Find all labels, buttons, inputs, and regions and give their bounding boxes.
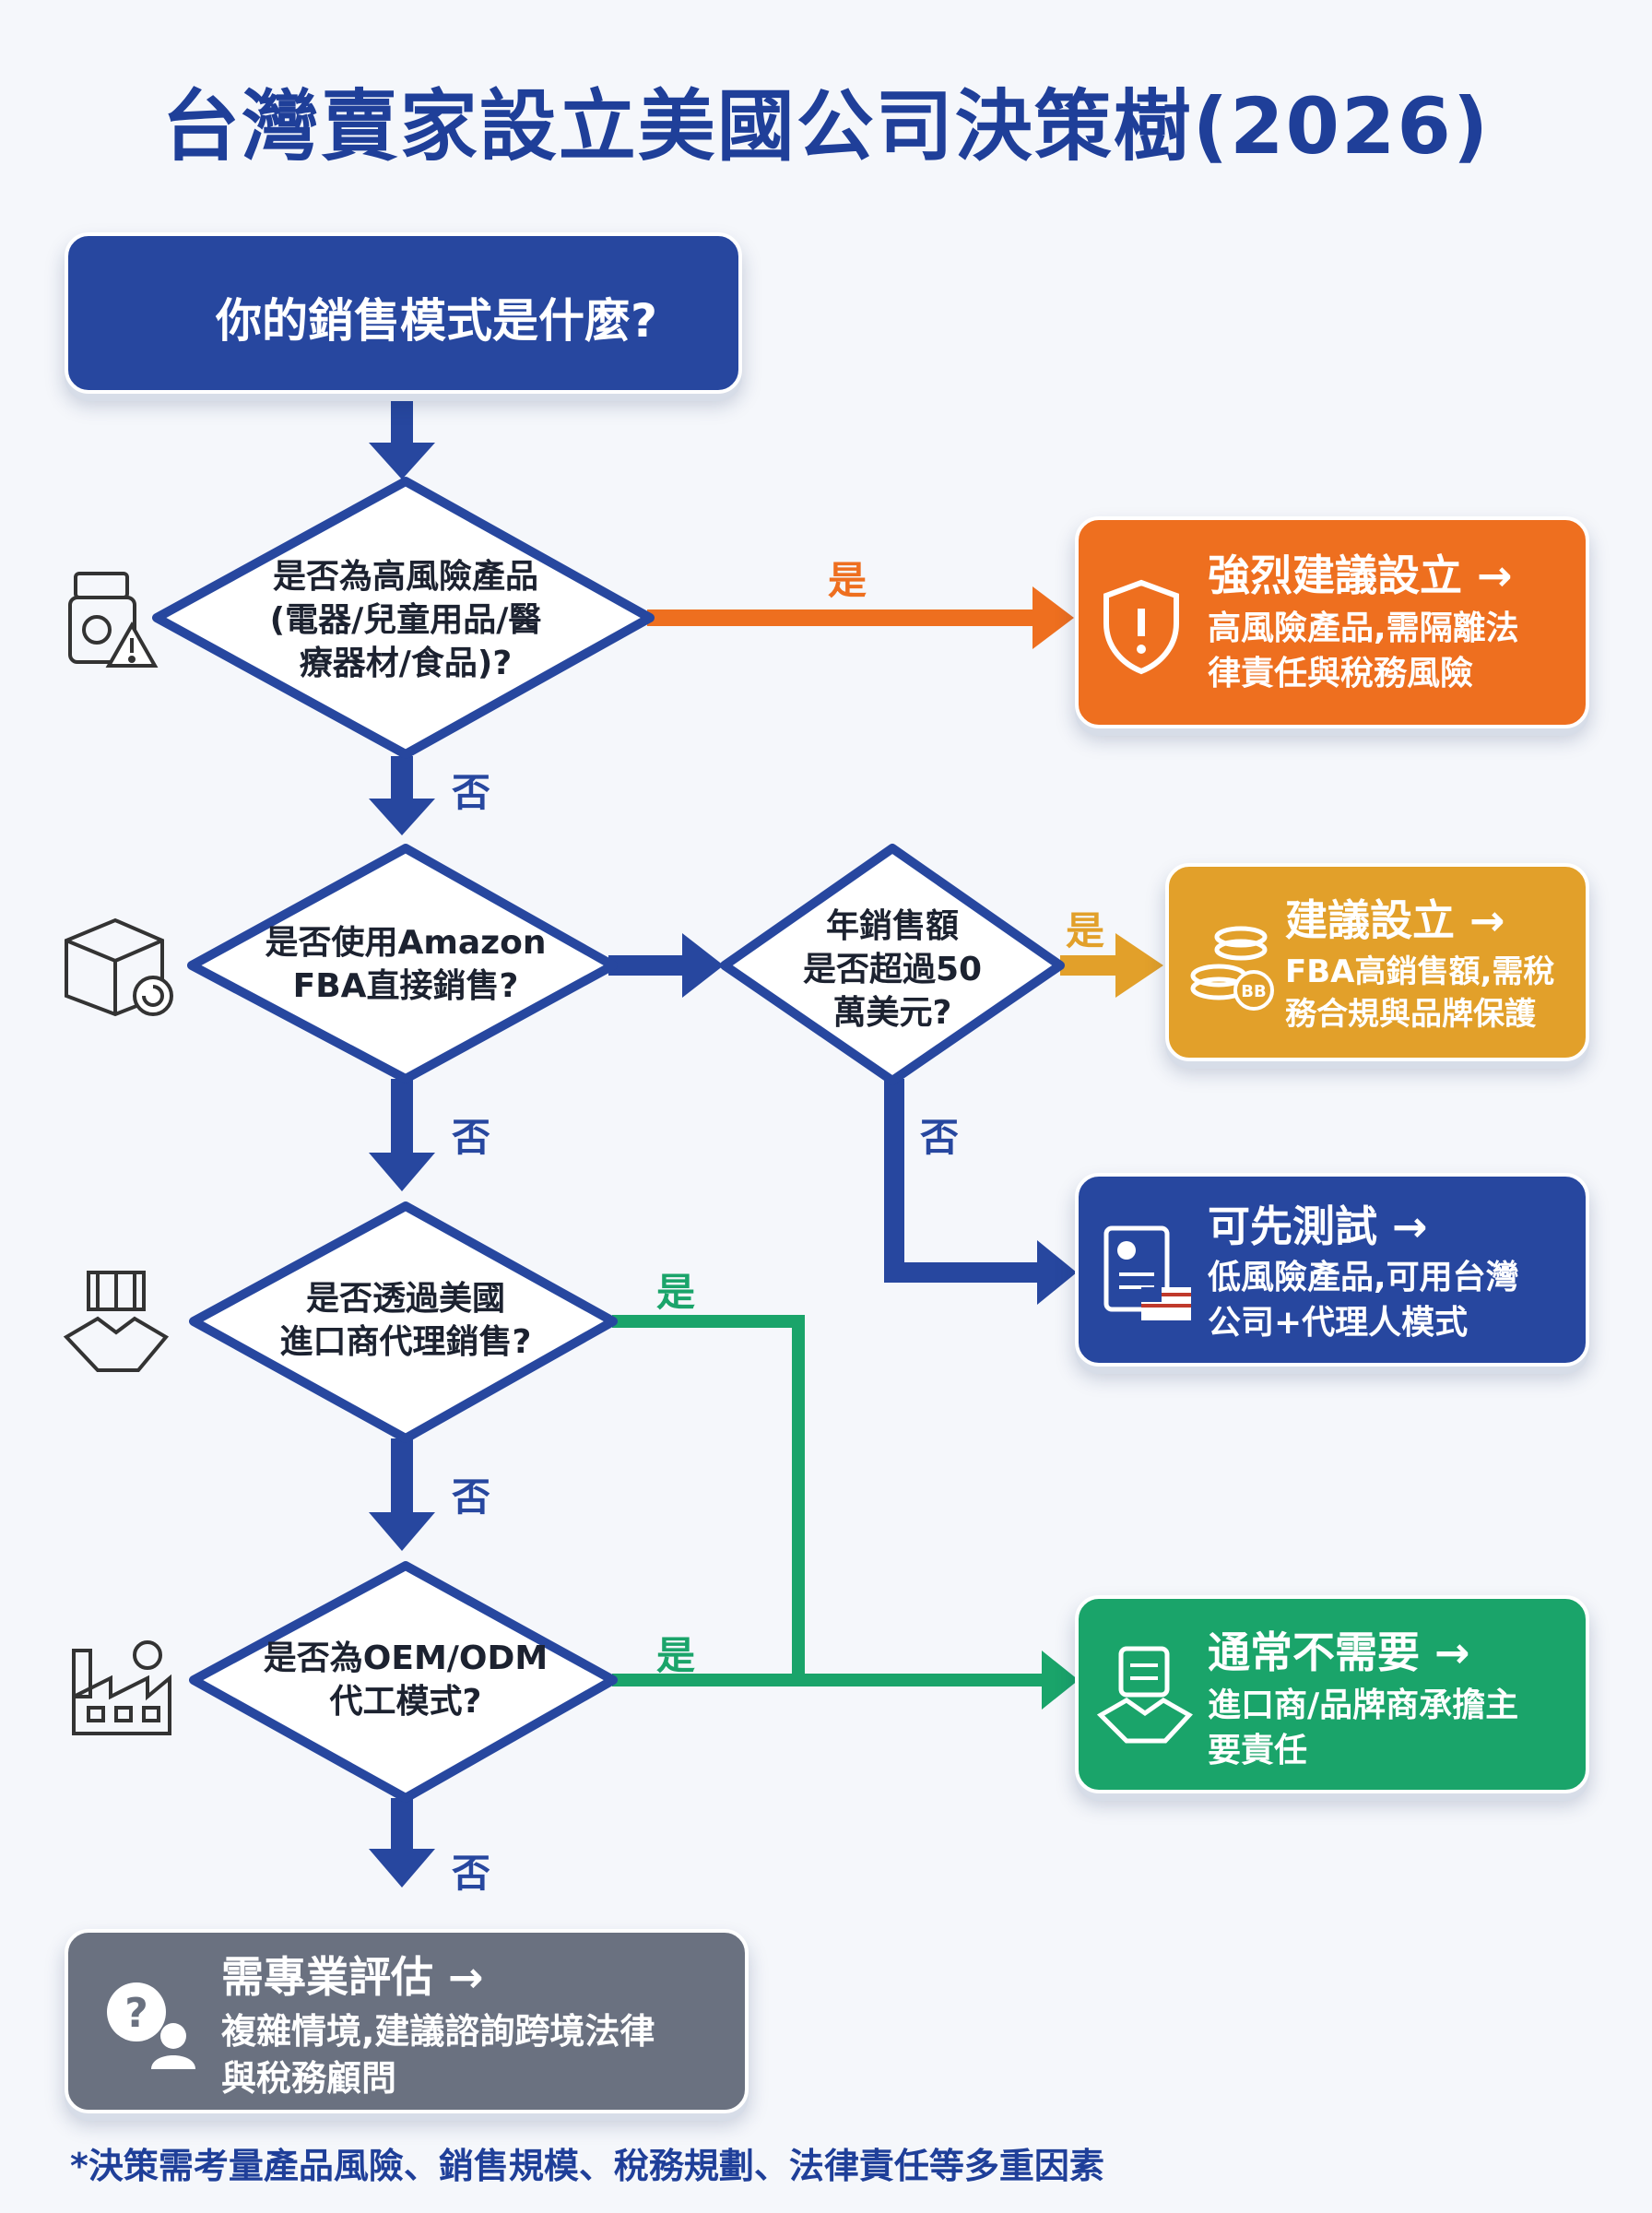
outcome-test-desc: 低風險產品,可用台灣 公司+代理人模式 [1208,1259,1519,1342]
outcome-test-title: 可先測試 → [1208,1201,1428,1251]
handshake-icon [1096,1646,1193,1744]
outcome-professional-desc: 複雜情境,建議諮詢跨境法律 與稅務顧問 [221,2011,655,2100]
shield-warning-icon [1103,579,1179,675]
arrow-q2-to-q3 [369,1079,435,1191]
decision-sales [720,844,1065,1085]
decision-oem [189,1561,618,1803]
start-box: 你的銷售模式是什麼? [65,232,742,394]
outcome-not-needed-title: 通常不需要 → [1208,1627,1470,1677]
label-no-fba: 否 [452,1115,491,1160]
svg-text:?: ? [124,1990,148,2037]
decision-importer-text: 是否透過美國 進口商代理銷售? [279,1280,532,1361]
arrow-q4-to-eval [369,1798,435,1888]
arrow-importer-oem-yes [612,1315,1079,1710]
label-no-sales: 否 [920,1115,960,1160]
label-yes-importer: 是 [656,1270,696,1315]
document-flag-icon [1103,1225,1191,1320]
decision-fba [187,844,618,1083]
start-label: 你的銷售模式是什麼? [216,294,658,348]
decision-high-risk [152,477,655,759]
footnote: *決策需考量產品風險、銷售規模、稅務規劃、法律責任等多重因素 [70,2146,1104,2186]
question-person-icon: ? [107,1982,195,2069]
label-yes-oem: 是 [656,1633,696,1678]
return-box-icon [65,917,173,1017]
label-yes-high-risk: 是 [828,558,867,603]
label-no-oem: 否 [452,1851,491,1896]
decision-high-risk-text: 是否為高風險產品 (電器/兒童用品/醫 療器材/食品)? [269,558,542,682]
arrow-q1-to-q2 [369,756,435,835]
outcome-strong-desc: 高風險產品,需隔離法 律責任與稅務風險 [1208,609,1519,692]
factory-gear-icon [72,1640,171,1735]
outcome-recommend-desc: FBA高銷售額,需稅 務合規與品牌保護 [1285,953,1555,1033]
coins-icon: BB [1190,926,1274,1011]
decision-sales-text: 年銷售額 是否超過50 萬美元? [802,907,983,1032]
outcome-professional-box: ? 需專業評估 → 複雜情境,建議諮詢跨境法律 與稅務顧問 [65,1929,749,2113]
label-yes-sales: 是 [1066,908,1105,953]
decision-importer [189,1201,618,1443]
outcome-strong-box: 強烈建議設立 → 高風險產品,需隔離法 律責任與稅務風險 [1075,516,1589,728]
decision-fba-text: 是否使用Amazon FBA直接銷售? [265,924,547,1005]
arrow-q1-yes [647,586,1074,649]
arrow-q2-to-sales [608,933,724,998]
outcome-recommend-box: BB 建議設立 → FBA高銷售額,需稅 務合規與品牌保護 [1165,863,1589,1061]
outcome-test-box: 可先測試 → 低風險產品,可用台灣 公司+代理人模式 [1075,1173,1589,1367]
label-no-importer: 否 [452,1474,491,1520]
outcome-not-needed-desc: 進口商/品牌商承擔主 要責任 [1208,1686,1519,1769]
coin-badge-text: BB [1241,982,1266,1001]
outcome-strong-title: 強烈建議設立 → [1208,550,1513,600]
outcome-recommend-title: 建議設立 → [1285,895,1505,945]
arrow-start-to-q1 [369,396,435,479]
arrow-q3-to-q4 [369,1438,435,1551]
outcome-not-needed-box: 通常不需要 → 進口商/品牌商承擔主 要責任 [1075,1595,1589,1793]
page-title: 台灣賣家設立美國公司決策樹(2026) [161,81,1491,172]
outcome-professional-title: 需專業評估 → [221,1952,484,2002]
label-no-high-risk: 否 [452,770,491,815]
hazard-bottle-icon [68,572,159,668]
decision-oem-text: 是否為OEM/ODM 代工模式? [263,1639,549,1721]
arrow-sales-no [884,1079,1077,1305]
arrow-sales-yes [1060,933,1163,998]
ship-handshake-icon [63,1271,170,1372]
